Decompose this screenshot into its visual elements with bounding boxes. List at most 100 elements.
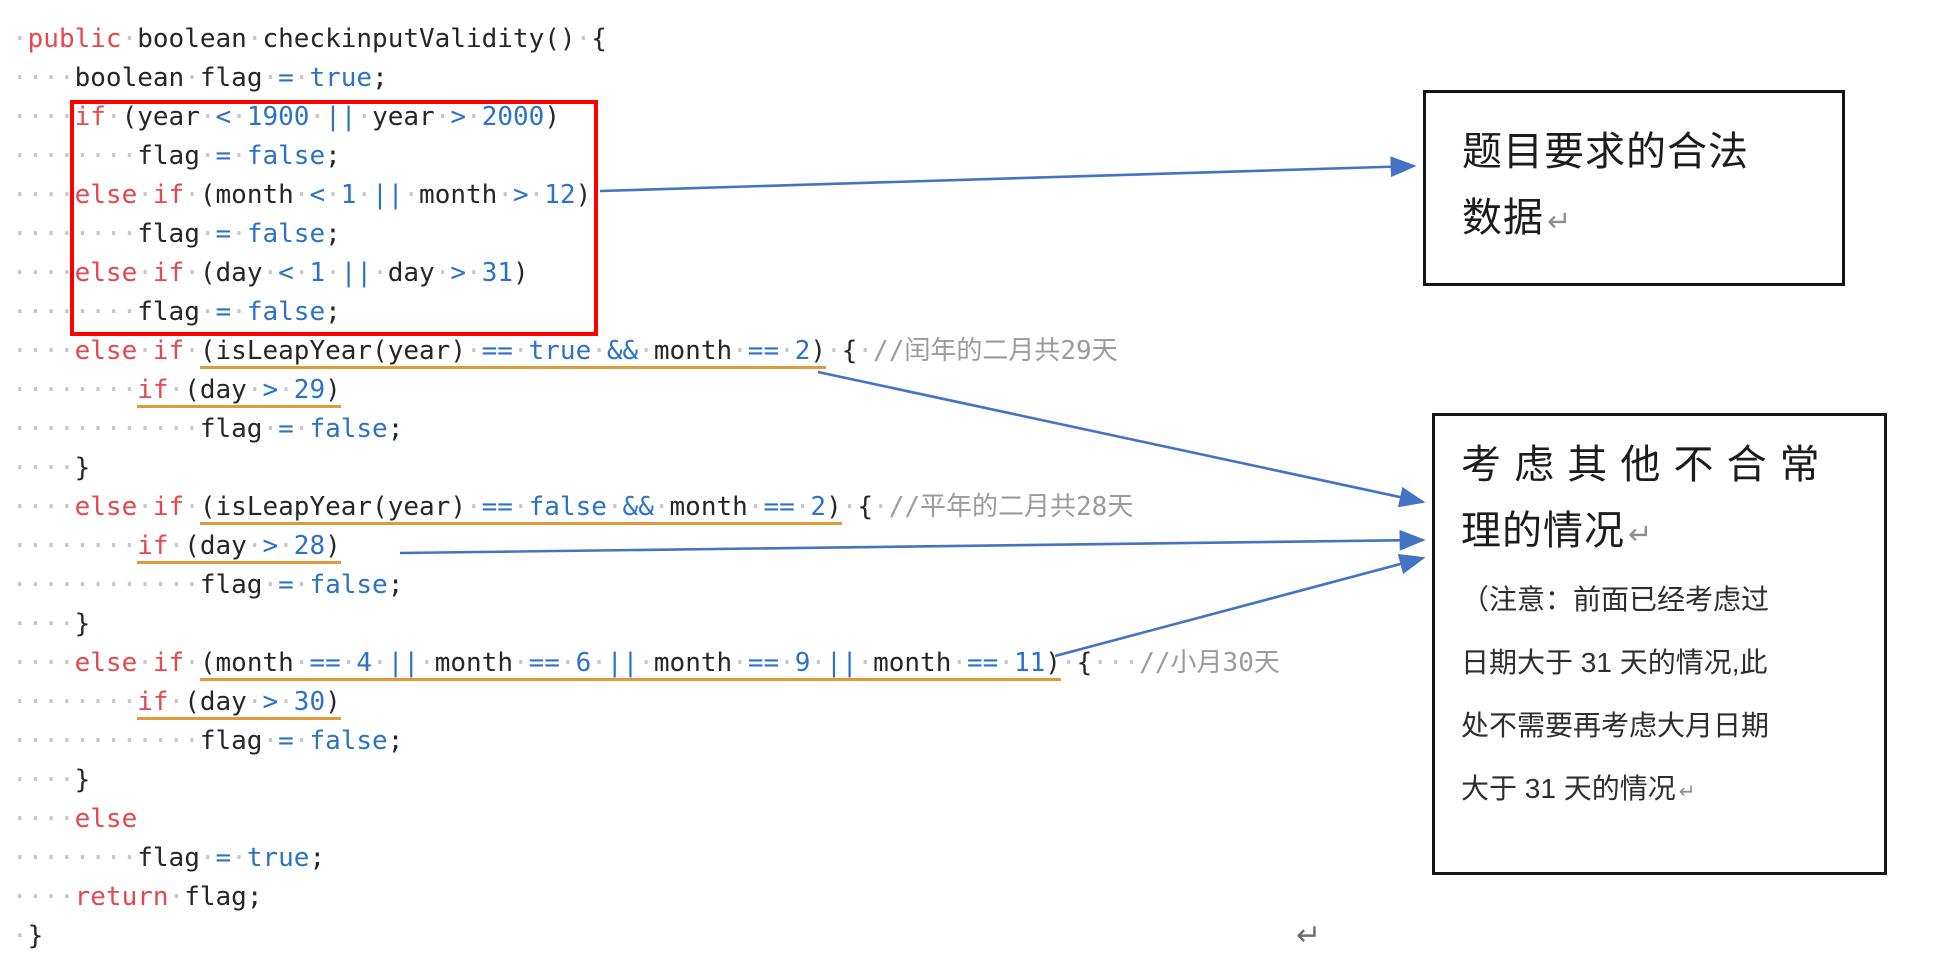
code-token: ·: [231, 141, 247, 171]
code-token: ·: [168, 687, 185, 720]
code-token: ·: [419, 648, 435, 681]
code-token: ····: [12, 180, 75, 210]
code-token: ············: [12, 414, 200, 444]
code-token: ): [810, 336, 827, 369]
code-token: ·: [841, 492, 858, 522]
code-comment: //闰年的二月共29天: [873, 336, 1118, 366]
code-token: if: [152, 180, 185, 210]
code-token: ·: [199, 219, 216, 249]
code-token: 2: [794, 336, 811, 369]
code-token: true: [309, 63, 373, 93]
code-line: ·public·boolean·checkinputValidity()·{: [12, 20, 1280, 59]
code-token: ==: [747, 648, 780, 681]
code-token: if: [152, 492, 185, 522]
annotation-text-span: 理的情况: [1461, 509, 1625, 553]
code-token: ·: [340, 648, 357, 681]
code-token: &&: [606, 336, 639, 369]
code-token: false: [246, 297, 326, 327]
code-token: =: [215, 843, 232, 873]
code-token: ·: [262, 570, 279, 600]
code-token: ;: [372, 63, 388, 93]
code-token: ·: [199, 297, 216, 327]
code-token: ········: [12, 219, 138, 249]
code-token: ·: [168, 375, 185, 408]
code-token: ·: [184, 492, 200, 522]
code-token: <: [278, 258, 294, 288]
code-token: ·: [606, 492, 623, 525]
code-line: ········flag·=·false;: [12, 137, 1280, 176]
code-token: ·: [293, 414, 310, 444]
code-line: ············flag·=·false;: [12, 722, 1280, 761]
code-token: ·: [1060, 648, 1077, 678]
code-token: else: [74, 648, 138, 678]
code-token: ||: [387, 648, 420, 681]
code-token: ····: [12, 453, 75, 483]
code-token: ·: [246, 687, 263, 720]
annotation-text-span: 日期大于 31 天的情况,此: [1461, 647, 1768, 678]
code-line: ········flag·=·true;: [12, 839, 1280, 878]
code-line: ····else·if·(isLeapYear(year)·==·false·&…: [12, 488, 1280, 527]
code-token: ): [325, 375, 341, 408]
code-token: ············: [12, 570, 200, 600]
code-block: ·public·boolean·checkinputValidity()·{··…: [12, 20, 1280, 956]
code-token: &&: [622, 492, 654, 525]
code-token: ==: [967, 648, 999, 681]
code-token: ==: [481, 336, 513, 369]
code-token: ············: [12, 726, 200, 756]
annotation-text: 大于 31 天的情况↵: [1461, 757, 1874, 824]
code-token: if: [152, 336, 185, 366]
code-token: ;: [387, 414, 404, 444]
code-token: >: [512, 180, 529, 210]
code-token: (day: [184, 687, 247, 720]
code-token: ·: [512, 648, 529, 681]
code-token: 4: [356, 648, 373, 681]
code-token: {: [591, 24, 607, 54]
code-token: ;: [387, 726, 404, 756]
code-token: false: [309, 726, 388, 756]
code-token: =: [215, 297, 232, 327]
code-token: >: [262, 531, 279, 564]
code-token: else: [74, 804, 138, 834]
annotation-text: 日期大于 31 天的情况,此: [1461, 631, 1874, 694]
code-token: ·: [184, 258, 200, 288]
code-token: ·: [512, 336, 529, 369]
code-token: <: [215, 102, 232, 132]
annotation-text: （注意：前面已经考虑过: [1461, 568, 1874, 631]
code-token: ;: [387, 570, 404, 600]
code-line: ········if·(day·>·29): [12, 371, 1280, 410]
code-token: 9: [794, 648, 811, 681]
code-token: =: [215, 141, 232, 171]
code-token: ·: [497, 180, 513, 210]
code-token: flag: [199, 570, 263, 600]
code-token: ==: [747, 336, 780, 369]
code-token: ·: [105, 102, 122, 132]
code-token: ·: [575, 24, 592, 54]
code-token: ·: [325, 180, 341, 210]
code-token: 2000: [481, 102, 545, 132]
code-token: if: [152, 258, 185, 288]
code-token: ·: [184, 648, 200, 678]
code-token: ·: [591, 336, 607, 369]
code-token: 11: [1013, 648, 1046, 681]
code-token: ·: [466, 258, 482, 288]
code-line: ····}: [12, 449, 1280, 488]
code-token: else: [74, 336, 138, 366]
code-token: ·: [591, 648, 607, 681]
annotation-text-span: 考 虑 其 他 不 合 常: [1461, 443, 1821, 487]
code-token: flag: [137, 297, 200, 327]
code-token: ·: [184, 336, 200, 366]
code-token: {: [1076, 648, 1093, 678]
code-token: 1: [309, 258, 326, 288]
annotation-text-span: 大于 31 天的情况: [1461, 773, 1676, 804]
code-token: ·: [356, 102, 373, 132]
code-line: ····else·if·(month·==·4·||·month·==·6·||…: [12, 644, 1280, 683]
code-token: if: [137, 531, 169, 564]
code-token: ·: [372, 258, 388, 288]
code-token: 28: [293, 531, 326, 564]
code-token: ·: [137, 648, 153, 678]
code-token: false: [528, 492, 607, 525]
code-token: flag: [137, 843, 200, 873]
code-token: ;: [325, 219, 341, 249]
code-token: ·: [559, 648, 576, 681]
code-token: ·: [372, 648, 388, 681]
